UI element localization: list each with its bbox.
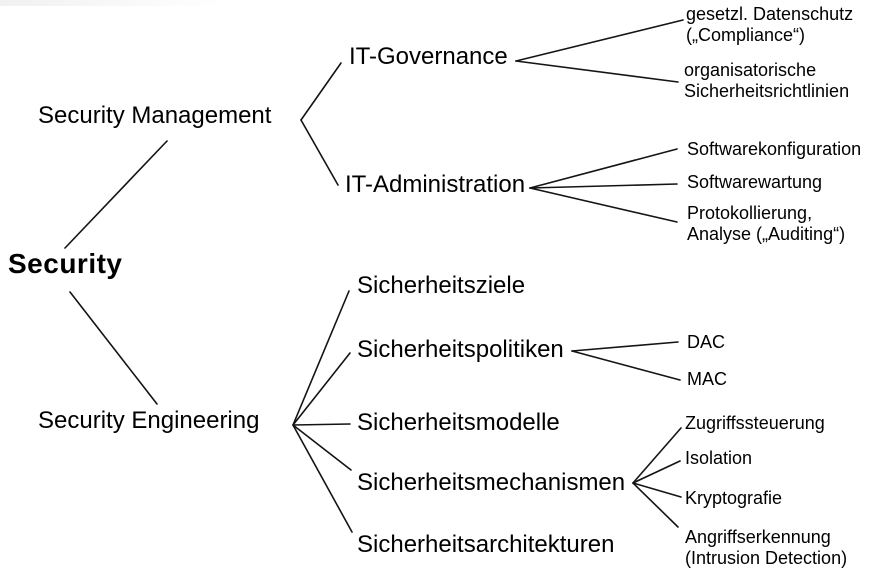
leaf-mac: MAC bbox=[687, 369, 727, 389]
edge-engineering-to-ziele bbox=[292, 290, 350, 426]
node-sicherheitspolitiken: Sicherheitspolitiken bbox=[357, 336, 564, 363]
edge-mechanismen-to-isolation bbox=[632, 460, 681, 484]
leaf-softwarekonfiguration: Softwarekonfiguration bbox=[687, 139, 862, 159]
edge-administration-to-softwarekonfiguration bbox=[529, 148, 678, 189]
edge-security-to-management bbox=[64, 140, 168, 249]
edge-politiken-to-mac bbox=[571, 350, 681, 381]
node-it-administration: IT-Administration bbox=[345, 171, 526, 198]
node-security-management: Security Management bbox=[38, 102, 272, 129]
edge-administration-to-protokollierung bbox=[529, 187, 678, 223]
node-it-governance: IT-Governance bbox=[349, 43, 508, 70]
edge-engineering-to-politiken bbox=[292, 352, 351, 426]
root-node-security: Security bbox=[8, 248, 123, 279]
edge-mechanismen-to-kryptografie bbox=[632, 482, 682, 498]
edge-administration-to-softwarewartung bbox=[529, 183, 678, 189]
leaf-angriffserkennung-intrusion-detection: Angriffserkennung (Intrusion Detection) bbox=[685, 527, 848, 568]
edge-engineering-to-architekturen bbox=[292, 424, 353, 533]
edge-management-to-administration bbox=[300, 119, 339, 186]
edge-governance-to-richtlinien bbox=[515, 60, 679, 83]
leaf-zugriffssteuerung: Zugriffssteuerung bbox=[685, 413, 825, 433]
leaf-gesetzl-datenschutz-compliance: gesetzl. Datenschutz („Compliance“) bbox=[686, 4, 854, 45]
edge-security-to-engineering bbox=[69, 291, 158, 405]
edge-management-to-governance bbox=[300, 62, 342, 121]
screenshot-edge-artifact bbox=[0, 0, 225, 6]
edge-governance-to-datenschutz bbox=[515, 19, 684, 62]
leaf-organisatorische-sicherheitsrichtlinien: organisatorische Sicherheitsrichtlinien bbox=[684, 60, 850, 101]
leaf-protokollierung-analyse-auditing: Protokollierung, Analyse („Auditing“) bbox=[687, 203, 846, 244]
leaf-softwarewartung: Softwarewartung bbox=[687, 172, 823, 192]
leaf-dac: DAC bbox=[687, 332, 726, 352]
leaf-isolation: Isolation bbox=[685, 448, 753, 468]
edge-mechanismen-to-angriffserkennung bbox=[632, 482, 679, 528]
leaf-kryptografie: Kryptografie bbox=[685, 488, 783, 508]
node-sicherheitsziele: Sicherheitsziele bbox=[357, 272, 526, 299]
edge-engineering-to-modelle bbox=[292, 423, 351, 426]
node-sicherheitsmechanismen: Sicherheitsmechanismen bbox=[357, 469, 626, 496]
node-security-engineering: Security Engineering bbox=[38, 407, 260, 434]
node-sicherheitsmodelle: Sicherheitsmodelle bbox=[357, 409, 560, 436]
edge-politiken-to-dac bbox=[571, 341, 679, 352]
node-sicherheitsarchitekturen: Sicherheitsarchitekturen bbox=[357, 531, 615, 558]
edge-mechanismen-to-zugriffssteuerung bbox=[632, 427, 682, 484]
edge-engineering-to-mechanismen bbox=[292, 424, 352, 471]
